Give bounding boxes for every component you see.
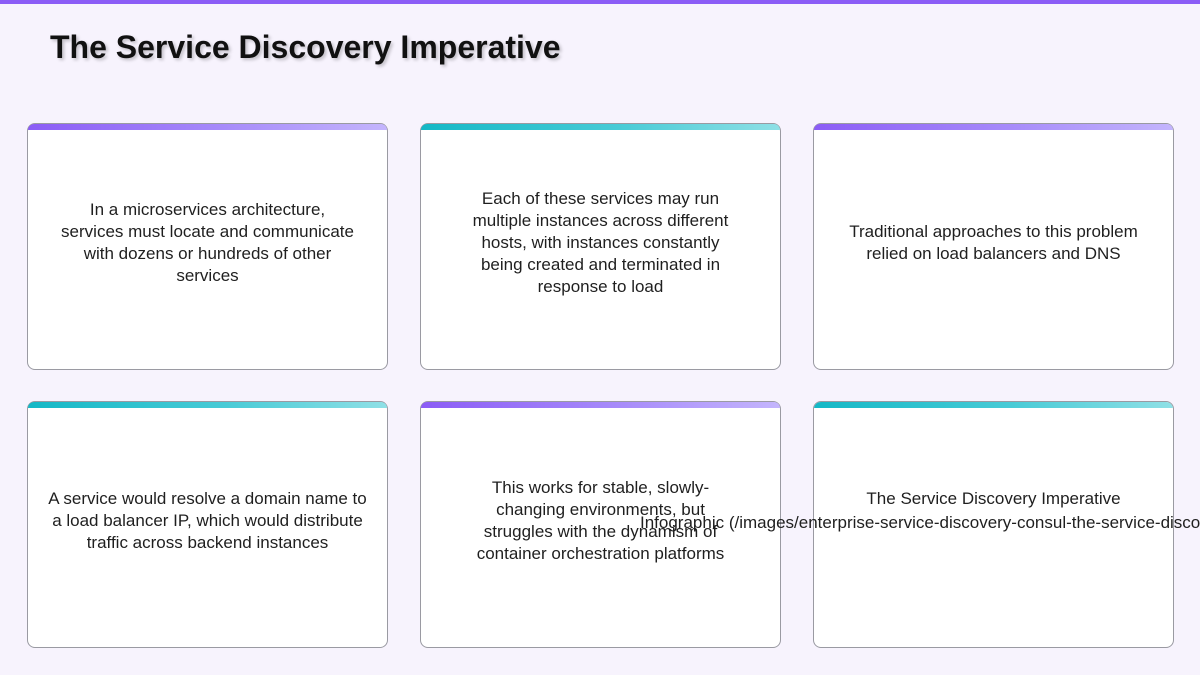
top-accent-bar (0, 0, 1200, 4)
card-microservices: In a microservices architecture, service… (27, 123, 388, 370)
card-instances: Each of these services may run multiple … (420, 123, 781, 370)
card-text: Traditional approaches to this problem r… (849, 222, 1138, 263)
card-accent-bar (28, 402, 387, 408)
card-text: Each of these services may run multiple … (472, 189, 729, 296)
card-text: This works for stable, slowly-changing e… (476, 478, 725, 563)
card-load-balancer: A service would resolve a domain name to… (27, 401, 388, 648)
card-text: The Service Discovery Imperative (866, 489, 1121, 508)
card-accent-bar (28, 124, 387, 130)
card-accent-bar (421, 124, 780, 130)
card-accent-bar (814, 124, 1173, 130)
card-text: In a microservices architecture, service… (61, 200, 354, 285)
slide-title: The Service Discovery Imperative (50, 29, 561, 65)
card-accent-bar (814, 402, 1173, 408)
card-accent-bar (421, 402, 780, 408)
card-dynamism: This works for stable, slowly-changing e… (420, 401, 781, 648)
card-infographic: The Service Discovery Imperative (813, 401, 1174, 648)
card-text: A service would resolve a domain name to… (48, 489, 367, 552)
card-traditional-approaches: Traditional approaches to this problem r… (813, 123, 1174, 370)
